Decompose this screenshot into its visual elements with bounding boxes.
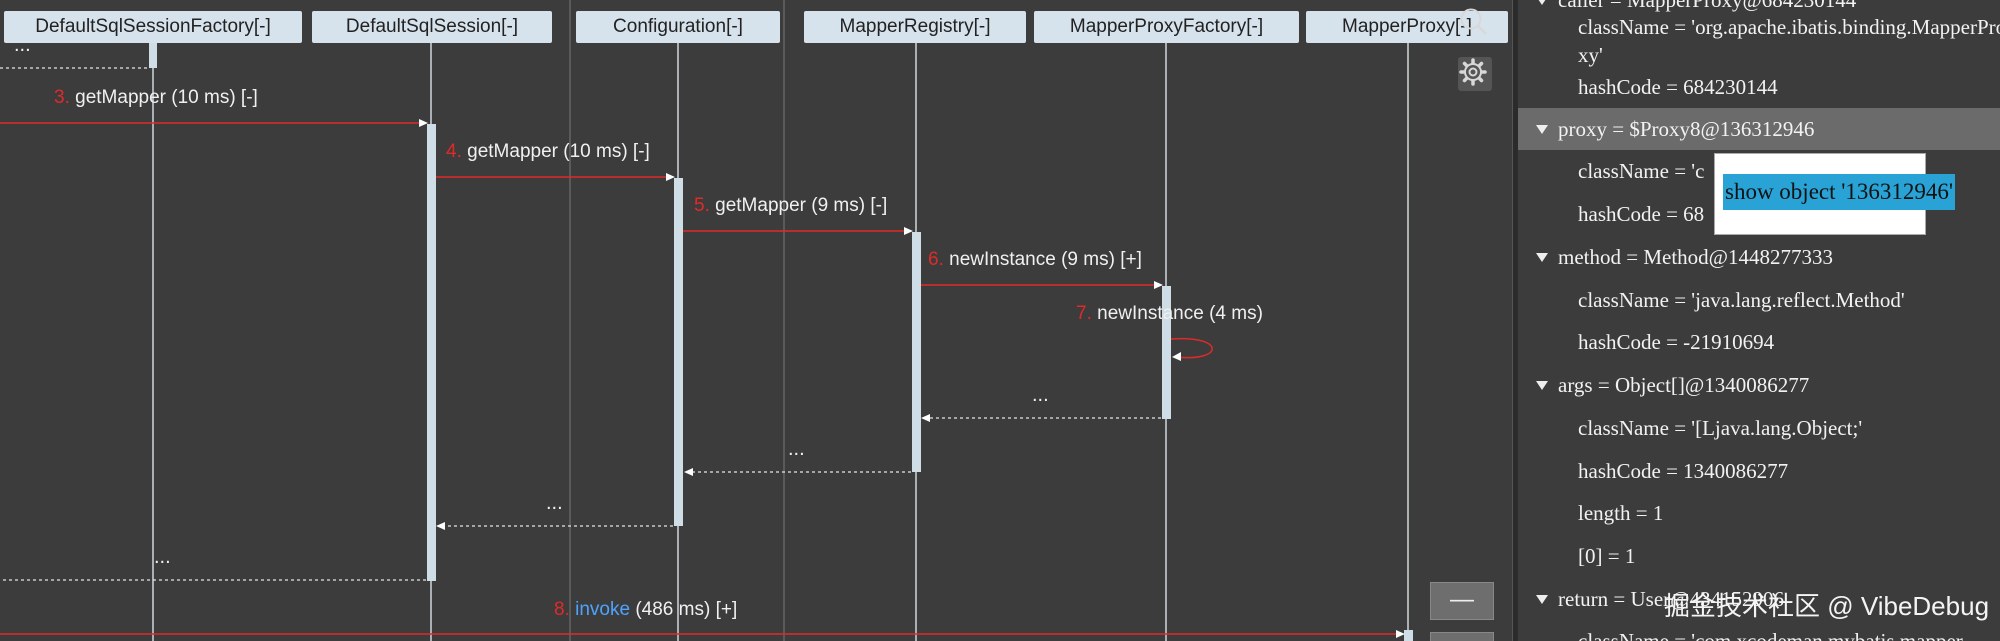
tree-node-proxy[interactable]: proxy = $Proxy8@136312946 [1518, 108, 2000, 150]
lane-header-mapperproxyfactory[interactable]: MapperProxyFactory[-] [1034, 11, 1299, 43]
ellipsis: ... [14, 34, 31, 56]
tree-leaf-label: length = 1 [1578, 501, 1664, 525]
message-number: 7. [1076, 303, 1092, 324]
tree-leaf[interactable]: className = 'com.xcodeman.mybatis.mapper [1518, 620, 2000, 641]
activation-bar [149, 40, 157, 68]
tree-leaf[interactable]: hashCode = 68 [1518, 193, 2000, 235]
expand-triangle-icon[interactable] [1536, 595, 1548, 604]
tree-node-label: return = User@434152906 [1558, 587, 1784, 611]
lane-header-defaultsqlsessionfactory[interactable]: DefaultSqlSessionFactory[-] [4, 11, 302, 43]
message-detail: (9 ms) [+] [1055, 249, 1142, 270]
message-label[interactable]: 8. invoke (486 ms) [+] [554, 599, 737, 621]
message-number: 5. [694, 195, 710, 216]
message-name: newInstance [1097, 303, 1204, 324]
message-number: 3. [54, 87, 70, 108]
tree-leaf-label: hashCode = 1340086277 [1578, 459, 1789, 483]
tree-node-caller[interactable]: caller = MapperProxy@684230144 [1518, 0, 2000, 21]
lane-header-configuration[interactable]: Configuration[-] [576, 11, 780, 43]
expand-triangle-icon[interactable] [1536, 381, 1548, 390]
expand-triangle-icon[interactable] [1536, 253, 1548, 262]
show-object-action[interactable]: show object '136312946' [1723, 174, 1956, 210]
message-detail: (10 ms) [-] [557, 141, 650, 162]
tree-node-method[interactable]: method = Method@1448277333 [1518, 236, 2000, 278]
ellipsis: ... [546, 492, 563, 514]
tree-leaf-label: hashCode = 68 [1578, 202, 1705, 226]
diagram-lines [0, 0, 1413, 641]
message-label[interactable]: 3. getMapper (10 ms) [-] [54, 87, 258, 109]
ellipsis: ... [154, 546, 171, 568]
activation-bar [1162, 286, 1171, 419]
tree-leaf-label: hashCode = -21910694 [1578, 330, 1775, 354]
message-label[interactable]: 6. newInstance (9 ms) [+] [928, 249, 1142, 271]
message-number: 8. [554, 599, 570, 620]
tree-leaf[interactable]: className = 'java.lang.reflect.Method' [1518, 279, 2000, 321]
expand-triangle-icon[interactable] [1536, 125, 1548, 134]
gear-icon [1459, 58, 1487, 86]
variables-tree: caller = MapperProxy@684230144 className… [1518, 0, 2000, 641]
tree-leaf[interactable]: hashCode = -21910694 [1518, 321, 2000, 363]
tree-leaf[interactable]: hashCode = 1340086277 [1518, 450, 2000, 492]
message-label[interactable]: 4. getMapper (10 ms) [-] [446, 141, 650, 163]
activation-bar [427, 124, 436, 581]
tree-node-label: args = Object[]@1340086277 [1558, 373, 1810, 397]
settings-button[interactable] [1458, 57, 1492, 91]
tree-leaf-label: className = 'java.lang.reflect.Method' [1578, 288, 1905, 312]
tree-leaf[interactable]: length = 1 [1518, 492, 2000, 534]
ellipsis: ... [788, 438, 805, 460]
ellipsis: ... [1032, 384, 1049, 406]
activation-bar [674, 178, 683, 526]
tree-node-label: proxy = $Proxy8@136312946 [1558, 117, 1815, 141]
message-number: 4. [446, 141, 462, 162]
zoom-in-button[interactable] [1430, 632, 1494, 641]
message-name: getMapper [75, 87, 166, 108]
message-name: getMapper [467, 141, 558, 162]
expand-triangle-icon[interactable] [1536, 0, 1548, 5]
sequence-diagram: DefaultSqlSessionFactory[-] DefaultSqlSe… [0, 0, 1508, 641]
tree-leaf[interactable]: [0] = 1 [1518, 535, 2000, 577]
lane-header-mapperregistry[interactable]: MapperRegistry[-] [804, 11, 1026, 43]
search-icon [1460, 8, 1487, 35]
self-call-arrow [1170, 337, 1213, 359]
message-label[interactable]: 7. newInstance (4 ms) [1076, 303, 1263, 325]
message-number: 6. [928, 249, 944, 270]
panel-splitter[interactable] [1512, 0, 1519, 641]
tree-leaf-label: [0] = 1 [1578, 544, 1636, 568]
tree-leaf[interactable]: className = 'c [1518, 150, 2000, 192]
message-name: getMapper [715, 195, 806, 216]
tree-leaf-label: className = '[Ljava.lang.Object;' [1578, 416, 1863, 440]
message-label[interactable]: 5. getMapper (9 ms) [-] [694, 195, 887, 217]
tree-node-return[interactable]: return = User@434152906 [1518, 578, 2000, 620]
activation-bar [912, 232, 921, 472]
message-detail: (4 ms) [1203, 303, 1263, 324]
tree-leaf-label: className = 'org.apache.ibatis.binding.M… [1578, 15, 2000, 39]
tree-leaf[interactable]: hashCode = 684230144 [1518, 66, 2000, 108]
message-detail: (486 ms) [+] [630, 599, 738, 620]
activation-bar [1404, 630, 1413, 641]
message-name: newInstance [949, 249, 1056, 270]
context-tooltip: show object '136312946' [1714, 153, 1956, 235]
tree-node-args[interactable]: args = Object[]@1340086277 [1518, 364, 2000, 406]
tree-leaf-label: xy' [1578, 43, 1603, 67]
message-name: invoke [575, 599, 631, 620]
tree-node-label: method = Method@1448277333 [1558, 245, 1833, 269]
message-detail: (10 ms) [-] [165, 87, 258, 108]
tree-node-label: caller = MapperProxy@684230144 [1558, 0, 1857, 12]
message-detail: (9 ms) [-] [805, 195, 888, 216]
tree-leaf-label: hashCode = 684230144 [1578, 75, 1778, 99]
tree-leaf[interactable]: className = '[Ljava.lang.Object;' [1518, 407, 2000, 449]
tree-leaf[interactable]: xy' [1518, 34, 2000, 76]
tree-leaf-label: className = 'c [1578, 159, 1705, 183]
zoom-out-button[interactable]: — [1430, 582, 1494, 620]
lane-header-defaultsqlsession[interactable]: DefaultSqlSession[-] [312, 11, 552, 43]
search-button[interactable] [1458, 6, 1492, 40]
watermark: 掘金技术社区 @ VibeDebug [1664, 591, 1990, 621]
tree-leaf-label: className = 'com.xcodeman.mybatis.mapper [1578, 629, 1963, 641]
tree-leaf[interactable]: className = 'org.apache.ibatis.binding.M… [1518, 6, 2000, 48]
